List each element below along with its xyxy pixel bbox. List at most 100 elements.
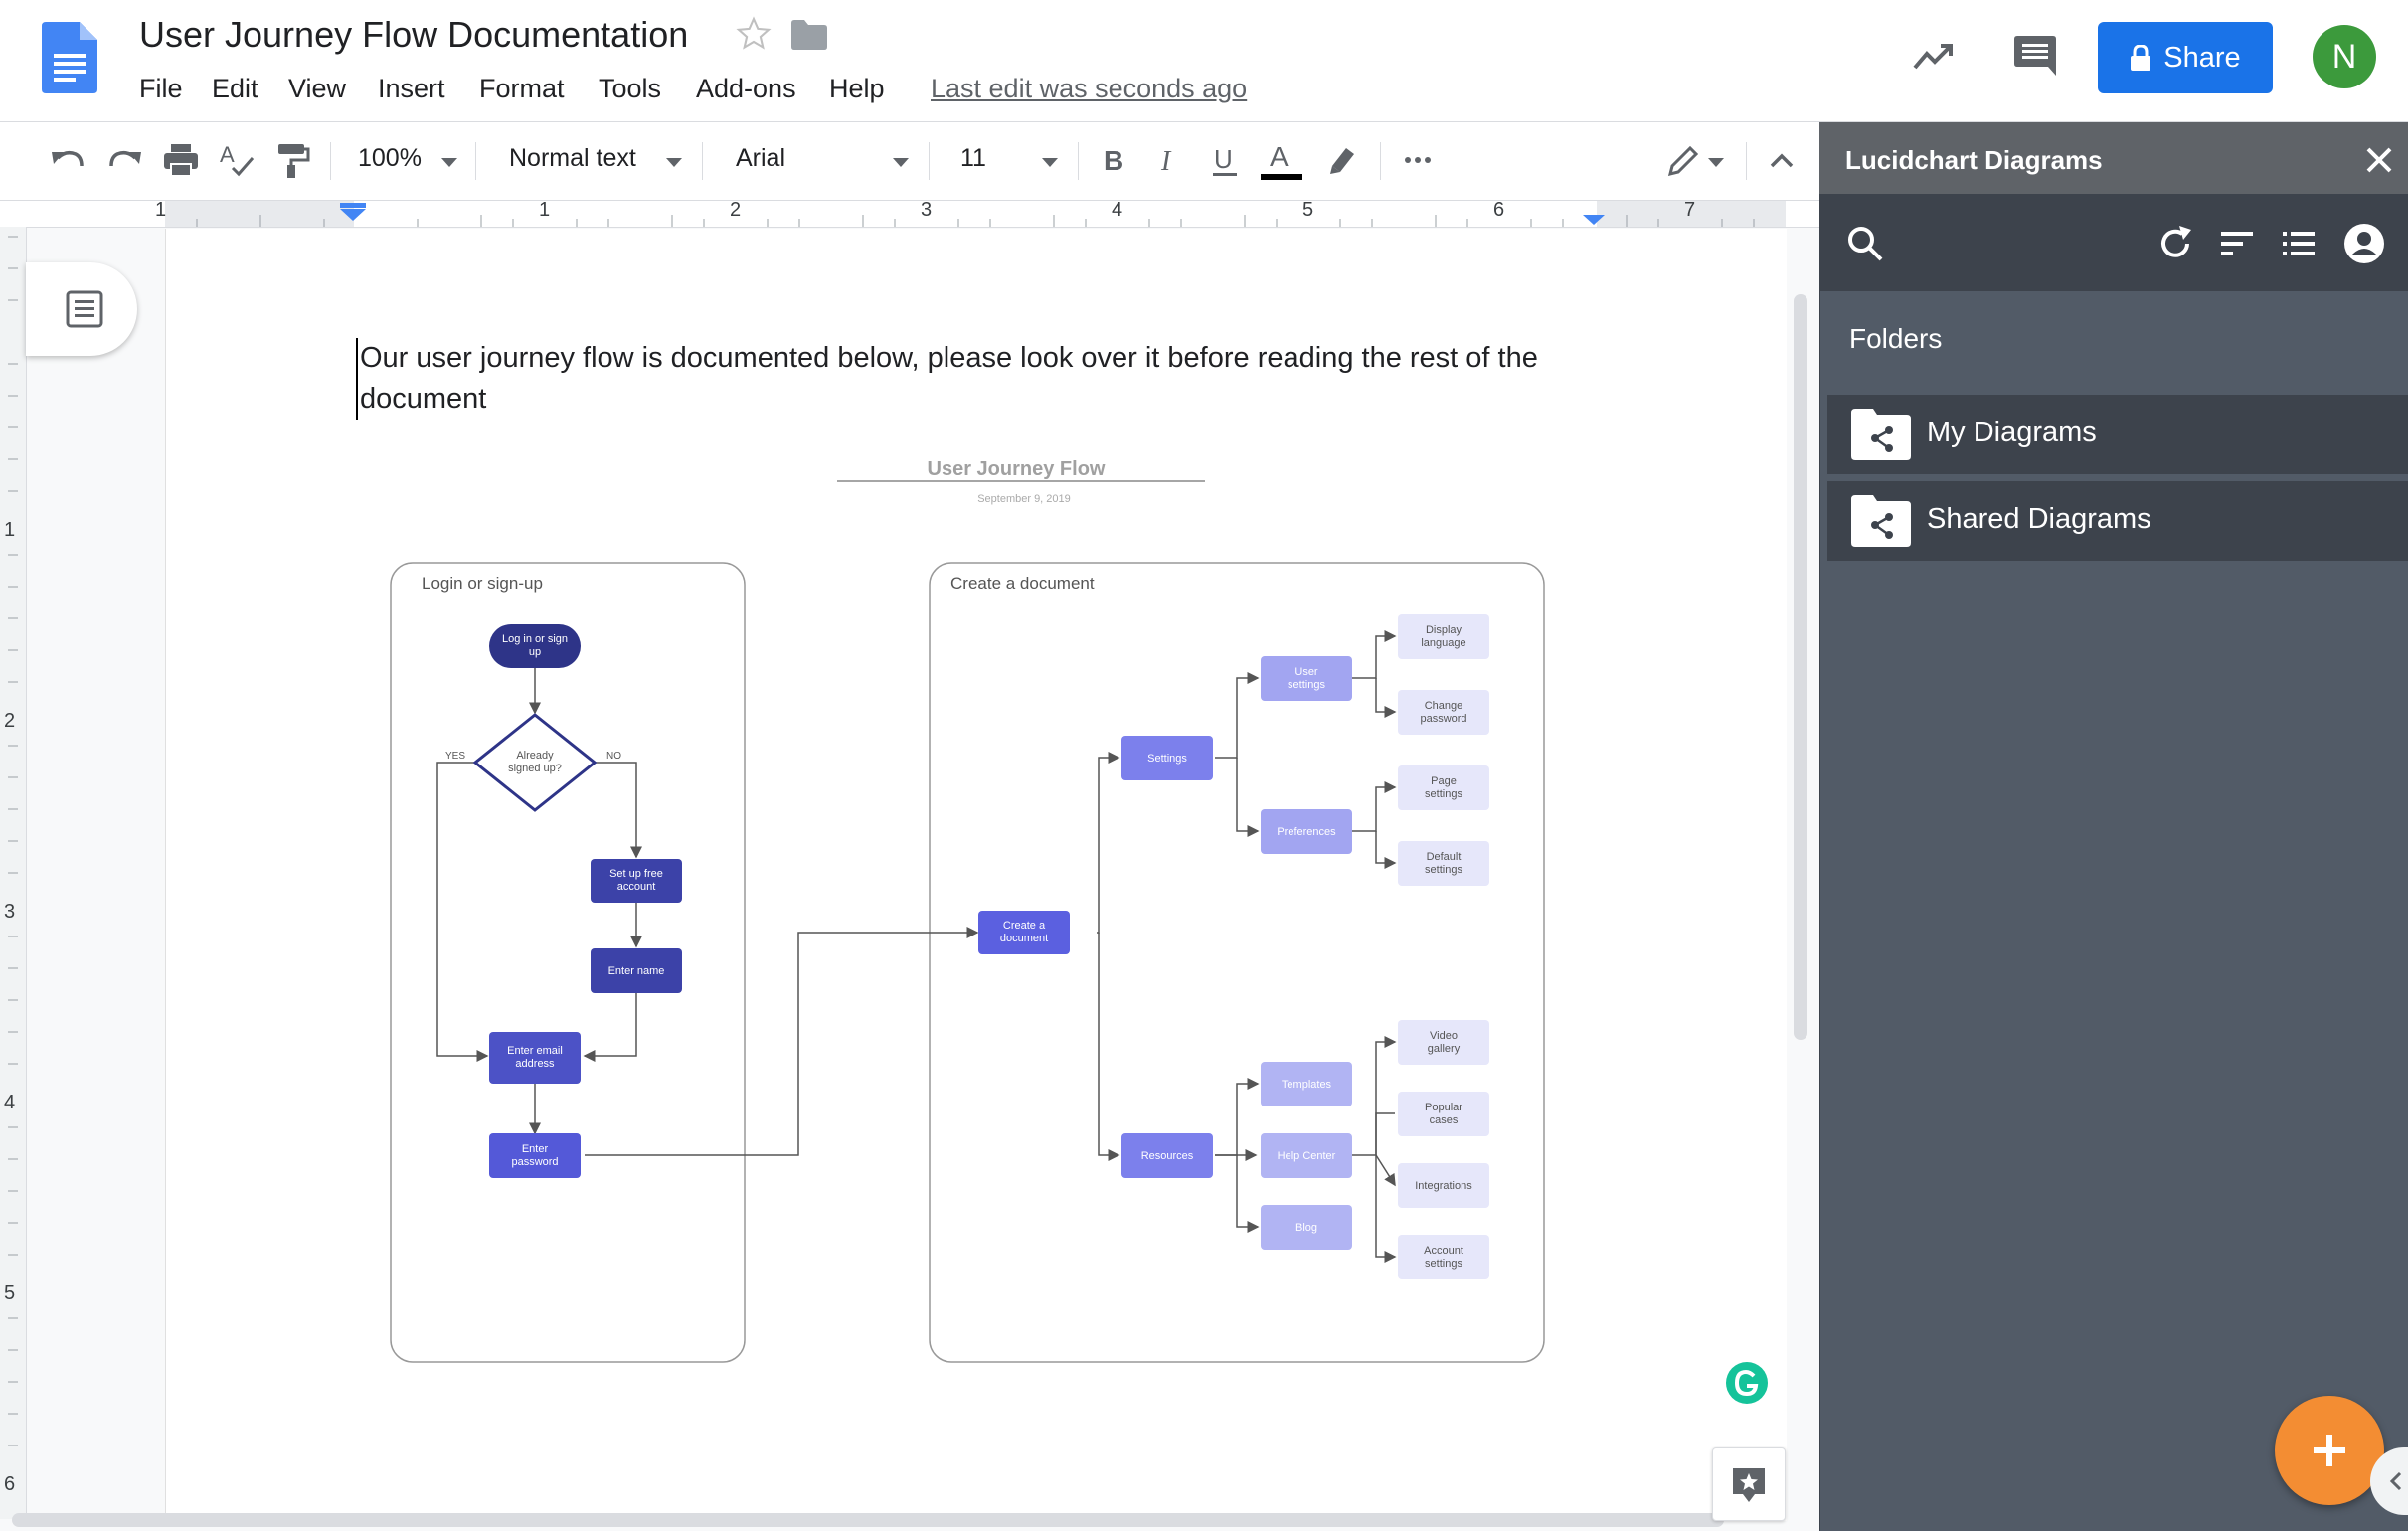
grammarly-icon[interactable] bbox=[1726, 1362, 1768, 1404]
vertical-scrollbar[interactable] bbox=[1794, 294, 1807, 1040]
close-icon[interactable] bbox=[2362, 143, 2396, 177]
style-select[interactable]: Normal text bbox=[509, 144, 636, 172]
explore-button[interactable] bbox=[1712, 1447, 1786, 1521]
lock-icon bbox=[2131, 45, 2151, 71]
paint-format-icon[interactable] bbox=[272, 140, 312, 180]
node-preferences[interactable] bbox=[1261, 809, 1352, 854]
lucidchart-sidebar bbox=[1819, 122, 2408, 1531]
shared-folder-icon bbox=[1851, 409, 1911, 460]
google-docs-icon[interactable] bbox=[42, 22, 97, 93]
menu-addons[interactable]: Add-ons bbox=[696, 74, 796, 103]
node-settings[interactable] bbox=[1121, 736, 1213, 780]
last-edit-link[interactable]: Last edit was seconds ago bbox=[931, 74, 1248, 103]
diagram-connectors bbox=[436, 630, 1397, 1263]
node-resources[interactable] bbox=[1121, 1133, 1213, 1178]
italic-icon[interactable]: I bbox=[1149, 140, 1189, 180]
node-password[interactable] bbox=[489, 1133, 581, 1178]
node-templates[interactable] bbox=[1261, 1062, 1352, 1106]
menu-format[interactable]: Format bbox=[479, 74, 565, 103]
star-icon[interactable] bbox=[736, 16, 772, 52]
account-icon[interactable] bbox=[2342, 222, 2386, 265]
document-title[interactable]: User Journey Flow Documentation bbox=[139, 14, 689, 55]
document-page[interactable] bbox=[165, 229, 1787, 1521]
ruler-mark: 1 bbox=[155, 199, 167, 221]
node-decision-label: Already signed up? bbox=[508, 750, 562, 774]
node-video-gallery-label: Video gallery bbox=[1427, 1029, 1461, 1055]
node-blog[interactable] bbox=[1261, 1205, 1352, 1250]
menu-help[interactable]: Help bbox=[829, 74, 885, 103]
node-help-center[interactable] bbox=[1261, 1133, 1352, 1178]
folder-my-diagrams[interactable]: My Diagrams bbox=[1827, 395, 2408, 474]
add-diagram-button[interactable] bbox=[2275, 1396, 2384, 1505]
print-icon[interactable] bbox=[161, 140, 201, 180]
font-size-caret-icon[interactable] bbox=[1042, 158, 1058, 167]
horizontal-ruler[interactable]: 1 1 2 3 4 5 6 7 bbox=[0, 199, 1819, 228]
activity-trend-icon[interactable] bbox=[1913, 40, 1955, 72]
redo-icon[interactable] bbox=[105, 140, 145, 180]
diagram-date: September 9, 2019 bbox=[977, 493, 1071, 505]
node-integrations[interactable] bbox=[1398, 1163, 1489, 1208]
style-caret-icon[interactable] bbox=[666, 158, 682, 167]
node-setup[interactable] bbox=[591, 859, 682, 903]
text-color-icon[interactable]: A bbox=[1259, 136, 1304, 186]
zoom-caret-icon[interactable] bbox=[441, 158, 457, 167]
font-size-select[interactable]: 11 bbox=[960, 144, 986, 172]
node-create[interactable] bbox=[978, 911, 1070, 954]
node-templates-label: Templates bbox=[1281, 1078, 1332, 1091]
bold-icon[interactable]: B bbox=[1094, 140, 1133, 180]
menu-insert[interactable]: Insert bbox=[378, 74, 445, 103]
editing-mode-icon[interactable] bbox=[1664, 140, 1704, 180]
node-integrations-label: Integrations bbox=[1415, 1179, 1472, 1192]
undo-icon[interactable] bbox=[48, 140, 87, 180]
underline-icon[interactable]: U bbox=[1205, 140, 1245, 180]
avatar[interactable]: N bbox=[2313, 25, 2376, 88]
node-login-label: Log in or sign up bbox=[501, 633, 569, 658]
node-email[interactable] bbox=[489, 1032, 581, 1084]
node-page-settings[interactable] bbox=[1398, 766, 1489, 810]
menu-file[interactable]: File bbox=[139, 74, 183, 103]
search-icon[interactable] bbox=[1845, 224, 1885, 263]
horizontal-scrollbar[interactable] bbox=[12, 1513, 1724, 1527]
node-resources-label: Resources bbox=[1140, 1149, 1194, 1162]
node-user-settings[interactable] bbox=[1261, 656, 1352, 701]
document-outline-button[interactable] bbox=[26, 262, 137, 356]
share-button[interactable]: Share bbox=[2098, 22, 2273, 93]
ruler-mark: 1 bbox=[539, 199, 551, 221]
login-lane bbox=[390, 562, 746, 1363]
more-options-icon[interactable] bbox=[1398, 140, 1438, 180]
vertical-ruler[interactable]: 1 2 3 4 5 6 bbox=[0, 227, 27, 1519]
hide-menus-icon[interactable] bbox=[1762, 140, 1802, 180]
menu-tools[interactable]: Tools bbox=[599, 74, 662, 103]
highlight-icon[interactable] bbox=[1322, 140, 1362, 180]
node-login[interactable] bbox=[489, 624, 581, 668]
editing-mode-caret-icon[interactable] bbox=[1708, 158, 1724, 167]
node-account-settings-label: Account settings bbox=[1424, 1244, 1463, 1270]
node-display-language[interactable] bbox=[1398, 614, 1489, 659]
menu-view[interactable]: View bbox=[288, 74, 347, 103]
node-change-password[interactable] bbox=[1398, 690, 1489, 735]
document-body-text[interactable]: Our user journey flow is documented belo… bbox=[356, 338, 1593, 420]
menu-edit[interactable]: Edit bbox=[212, 74, 258, 103]
node-page-settings-label: Page settings bbox=[1425, 774, 1462, 800]
list-view-icon[interactable] bbox=[2279, 224, 2319, 263]
font-caret-icon[interactable] bbox=[893, 158, 909, 167]
spellcheck-icon[interactable]: A bbox=[217, 140, 257, 180]
refresh-icon[interactable] bbox=[2155, 224, 2195, 263]
user-journey-flow-diagram[interactable]: User Journey Flow September 9, 2019 Logi… bbox=[378, 447, 1571, 1372]
node-decision[interactable] bbox=[472, 713, 598, 812]
node-popular-cases[interactable] bbox=[1398, 1092, 1489, 1136]
node-default-settings[interactable] bbox=[1398, 841, 1489, 886]
node-name[interactable] bbox=[591, 948, 682, 993]
node-setup-label: Set up free account bbox=[609, 868, 663, 893]
comment-icon[interactable] bbox=[2014, 36, 2056, 76]
node-default-settings-label: Default settings bbox=[1425, 850, 1462, 876]
node-create-label: Create a document bbox=[999, 920, 1049, 944]
sort-icon[interactable] bbox=[2217, 224, 2257, 263]
folder-shared-diagrams[interactable]: Shared Diagrams bbox=[1827, 481, 2408, 561]
zoom-select[interactable]: 100% bbox=[358, 144, 422, 172]
node-account-settings[interactable] bbox=[1398, 1235, 1489, 1279]
font-select[interactable]: Arial bbox=[736, 144, 786, 172]
folder-icon[interactable] bbox=[791, 20, 827, 50]
node-preferences-label: Preferences bbox=[1277, 825, 1336, 838]
node-video-gallery[interactable] bbox=[1398, 1020, 1489, 1065]
